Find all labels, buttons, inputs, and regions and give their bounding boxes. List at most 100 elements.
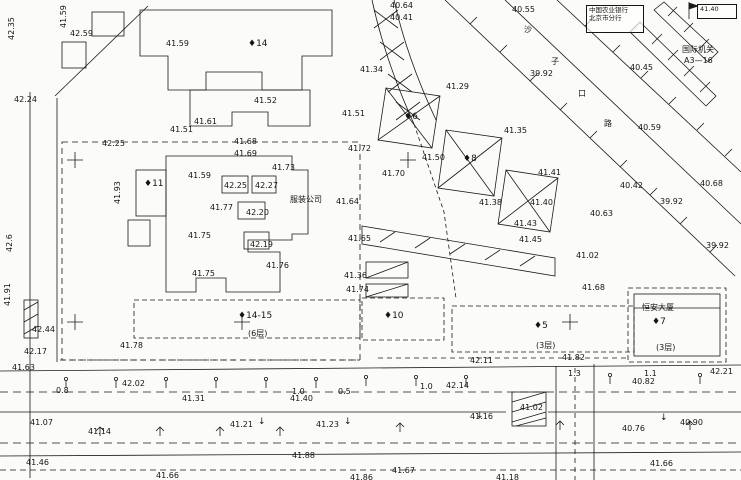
elevation-label: 1.0	[292, 387, 305, 396]
left-street	[23, 5, 149, 478]
text-annotation-label: 国际机关	[682, 45, 714, 54]
elevation-label: 41.86	[350, 473, 373, 480]
elevation-label: 40.64	[390, 1, 413, 10]
elevation-label: 40.59	[638, 123, 661, 132]
elevation-label: 41.70	[382, 169, 405, 178]
elevation-label: 40.90	[680, 418, 703, 427]
elevation-label: 42.21	[710, 367, 733, 376]
elevation-label: 41.73	[272, 163, 295, 172]
hatched-lane	[371, 0, 457, 299]
elevation-label: 41.69	[234, 149, 257, 158]
building-number-label: ♦6	[404, 112, 418, 122]
text-annotation-label: (6层)	[248, 329, 268, 338]
bank-annotation-box: 中国农业银行北京市分行	[586, 5, 644, 33]
elevation-label: 41.82	[562, 353, 585, 362]
elevation-label: 40.76	[622, 424, 645, 433]
elevation-label: 39.92	[660, 197, 683, 206]
down-arrow-marker: ↓	[660, 413, 668, 423]
factory-building	[165, 155, 309, 293]
elevation-label: 41.29	[446, 82, 469, 91]
bank-annotation-box-line: 北京市分行	[589, 13, 622, 22]
elevation-label: 41.61	[194, 117, 217, 126]
elevation-label: A3—16	[684, 56, 713, 65]
elevation-label: 41.43	[514, 219, 537, 228]
text-annotation-label: 子	[551, 57, 559, 66]
elevation-label: 41.72	[348, 144, 371, 153]
elevation-label: 41.51	[342, 109, 365, 118]
building-row-14-15	[133, 299, 361, 339]
text-annotation-label: 服装公司	[290, 195, 322, 204]
elevation-label: 41.31	[182, 394, 205, 403]
elevation-label: 41.59	[166, 39, 189, 48]
elevation-label: 42.20	[246, 208, 269, 217]
text-annotation-label: 口	[578, 89, 586, 98]
benchmark-box: 41.40	[697, 4, 737, 19]
building-number-label: ♦5	[534, 321, 548, 331]
elevation-label: 39.92	[706, 241, 729, 250]
bottom-road	[0, 357, 741, 471]
elevation-label: 42.19	[250, 240, 273, 249]
elevation-label: 42.17	[24, 347, 47, 356]
parcel-boundary	[61, 141, 361, 361]
elevation-label: 40.42	[620, 181, 643, 190]
elevation-label: 41.51	[170, 125, 193, 134]
elevation-label: 41.66	[650, 459, 673, 468]
elevation-label: 42.27	[255, 181, 278, 190]
elevation-label: 41.78	[120, 341, 143, 350]
text-annotation-label: 沙	[524, 25, 532, 34]
elevation-label: 1.1	[644, 369, 657, 378]
elevation-label: 41.45	[519, 235, 542, 244]
down-arrow-marker: ↓	[344, 417, 352, 427]
building-6	[377, 87, 441, 149]
elevation-label: 41.16	[470, 412, 493, 421]
elevation-label: 41.38	[479, 198, 502, 207]
elevation-label: 41.75	[192, 269, 215, 278]
building-number-label: ♦14-15	[238, 311, 273, 321]
elevation-label: 41.02	[520, 403, 543, 412]
elevation-label: 41.64	[336, 197, 359, 206]
elevation-label: 41.36	[344, 271, 367, 280]
text-annotation-label: (3层)	[656, 343, 676, 352]
elevation-label: 40.68	[700, 179, 723, 188]
elevation-label: 41.63	[12, 363, 35, 372]
elevation-label: 41.41	[538, 168, 561, 177]
elevation-label: 41.88	[292, 451, 315, 460]
elevation-label: 1.0	[420, 382, 433, 391]
elevation-label: 41.02	[576, 251, 599, 260]
elevation-label: 40.82	[632, 377, 655, 386]
building-number-label: ♦11	[144, 179, 164, 189]
elevation-label: 42.24	[14, 95, 37, 104]
elevation-label: 41.34	[360, 65, 383, 74]
elevation-label: 41.35	[504, 126, 527, 135]
building-number-label: ♦8	[463, 154, 477, 164]
building-8	[437, 129, 559, 233]
elevation-label: 40.41	[390, 13, 413, 22]
elevation-label: 41.07	[30, 418, 53, 427]
down-arrow-marker: ↓	[476, 411, 484, 421]
elevation-label: 41.67	[392, 466, 415, 475]
building-number-label: ♦10	[384, 311, 404, 321]
elevation-label: 1.3	[568, 369, 581, 378]
text-annotation-label: 路	[604, 119, 612, 128]
elevation-label: 40.63	[590, 209, 613, 218]
benchmark-box-line: 41.40	[700, 5, 719, 13]
elevation-label: 41.65	[348, 234, 371, 243]
elevation-label: 41.74	[346, 285, 369, 294]
elevation-label: 42.25	[102, 139, 125, 148]
building-7	[627, 287, 727, 363]
elevation-label: 39.92	[530, 69, 553, 78]
elevation-label: 41.66	[156, 471, 179, 480]
elevation-label: 41.40	[290, 394, 313, 403]
elevation-label: 41.18	[496, 473, 519, 480]
elevation-label: 42.11	[470, 356, 493, 365]
elevation-label: 0.8	[56, 386, 69, 395]
elevation-label: 41.50	[422, 153, 445, 162]
elevation-label: 42.59	[70, 29, 93, 38]
down-arrow-marker: ↓	[258, 417, 266, 427]
survey-crosses	[67, 152, 578, 330]
building-14	[139, 9, 333, 127]
elevation-label: 41.52	[254, 96, 277, 105]
